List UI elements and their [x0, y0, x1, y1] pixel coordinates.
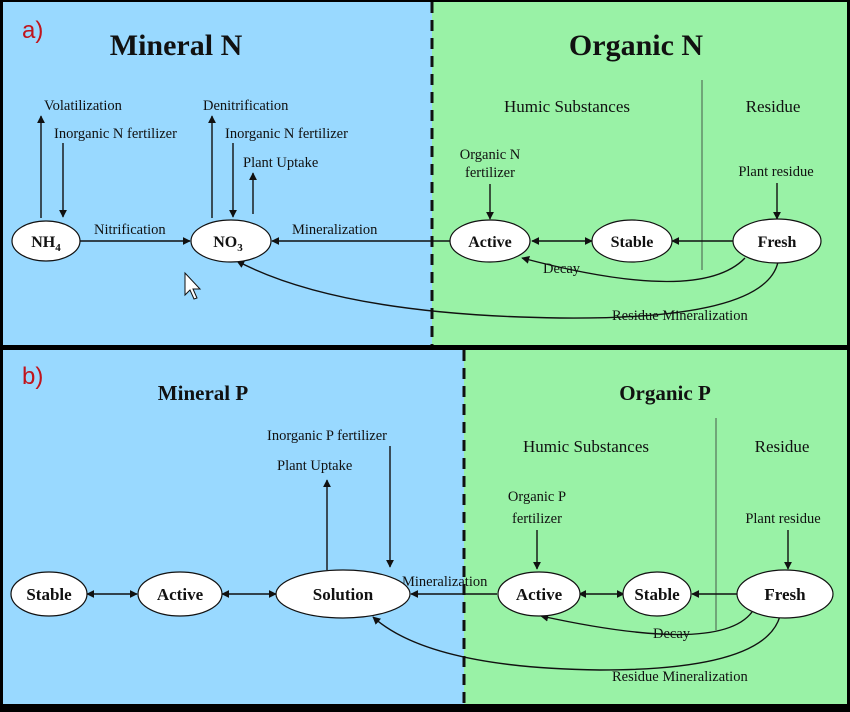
panel-b-organic-region	[464, 350, 847, 704]
panel-a-humic-label: Humic Substances	[504, 97, 630, 116]
panel-a-tag: a)	[22, 17, 43, 44]
node-stable-p: Stable	[622, 571, 692, 617]
label-mineralization-p: Mineralization	[402, 574, 488, 590]
node-no3: NO3	[190, 219, 272, 263]
nh4-label: NH	[31, 234, 56, 251]
nh4-subscript: 4	[55, 242, 61, 254]
label-denitrification: Denitrification	[203, 98, 289, 114]
arrow-residue-mineralization-p	[372, 615, 781, 671]
active-n-label: Active	[468, 234, 512, 251]
node-fresh-p: Fresh	[736, 569, 834, 619]
stable-p-label: Stable	[634, 585, 680, 604]
stable-mineral-p-label: Stable	[26, 585, 72, 604]
node-fresh-n: Fresh	[732, 218, 822, 264]
arrow-decay	[521, 255, 746, 283]
no3-subscript: 3	[237, 242, 243, 254]
arrow-residue-mineralization	[236, 260, 779, 319]
label-plant-uptake-p: Plant Uptake	[277, 458, 352, 474]
label-decay: Decay	[543, 261, 581, 277]
label-volatilization: Volatilization	[44, 98, 123, 114]
node-solution: Solution	[275, 569, 411, 619]
node-nh4: NH4	[11, 220, 81, 262]
fresh-p-label: Fresh	[764, 585, 806, 604]
panel-b-left-title: Mineral P	[158, 381, 249, 405]
label-plant-residue: Plant residue	[738, 164, 813, 180]
panel-b: b) Mineral P Organic P Humic Substances …	[3, 350, 847, 704]
label-residue-mineralization: Residue Mineralization	[612, 308, 748, 324]
label-plant-uptake: Plant Uptake	[243, 155, 318, 171]
label-nitrification: Nitrification	[94, 222, 166, 238]
node-active-mineral-p: Active	[137, 571, 223, 617]
svg-text:NO3: NO3	[213, 234, 243, 254]
panel-a-mineral-region	[3, 2, 432, 345]
solution-label: Solution	[313, 585, 374, 604]
label-inorganic-n-fertilizer-1: Inorganic N fertilizer	[54, 126, 177, 142]
node-active-n: Active	[449, 219, 531, 263]
panel-b-residue-label: Residue	[755, 437, 810, 456]
label-organic-p-fertilizer-line1: Organic P	[508, 489, 566, 505]
label-organic-p-fertilizer-line2: fertilizer	[512, 511, 562, 527]
label-residue-mineralization-p: Residue Mineralization	[612, 669, 748, 685]
node-active-p: Active	[497, 571, 581, 617]
arrow-decay-p	[540, 611, 753, 636]
label-organic-n-fertilizer-line2: fertilizer	[465, 165, 515, 181]
panel-b-humic-label: Humic Substances	[523, 437, 649, 456]
label-organic-n-fertilizer-line1: Organic N	[460, 147, 521, 163]
mouse-cursor-icon	[184, 271, 202, 300]
fresh-n-label: Fresh	[758, 234, 797, 251]
svg-text:NH4: NH4	[31, 234, 61, 254]
node-stable-mineral-p: Stable	[10, 571, 88, 617]
node-stable-n: Stable	[591, 219, 673, 263]
panel-b-tag: b)	[22, 363, 43, 390]
panel-a-left-title: Mineral N	[110, 29, 243, 62]
active-mineral-p-label: Active	[157, 585, 204, 604]
panel-a-residue-label: Residue	[746, 97, 801, 116]
label-inorganic-n-fertilizer-2: Inorganic N fertilizer	[225, 126, 348, 142]
stable-n-label: Stable	[611, 234, 654, 251]
no3-label: NO	[213, 234, 237, 251]
label-mineralization: Mineralization	[292, 222, 378, 238]
label-plant-residue-p: Plant residue	[745, 511, 820, 527]
panel-b-right-title: Organic P	[619, 381, 711, 405]
panel-b-mineral-region	[3, 350, 464, 704]
active-p-label: Active	[516, 585, 563, 604]
panel-a-right-title: Organic N	[569, 29, 703, 62]
panel-a-organic-region	[432, 2, 847, 345]
label-inorganic-p-fertilizer: Inorganic P fertilizer	[267, 428, 387, 444]
panel-a: a) Mineral N Organic N Humic Substances …	[3, 2, 847, 345]
